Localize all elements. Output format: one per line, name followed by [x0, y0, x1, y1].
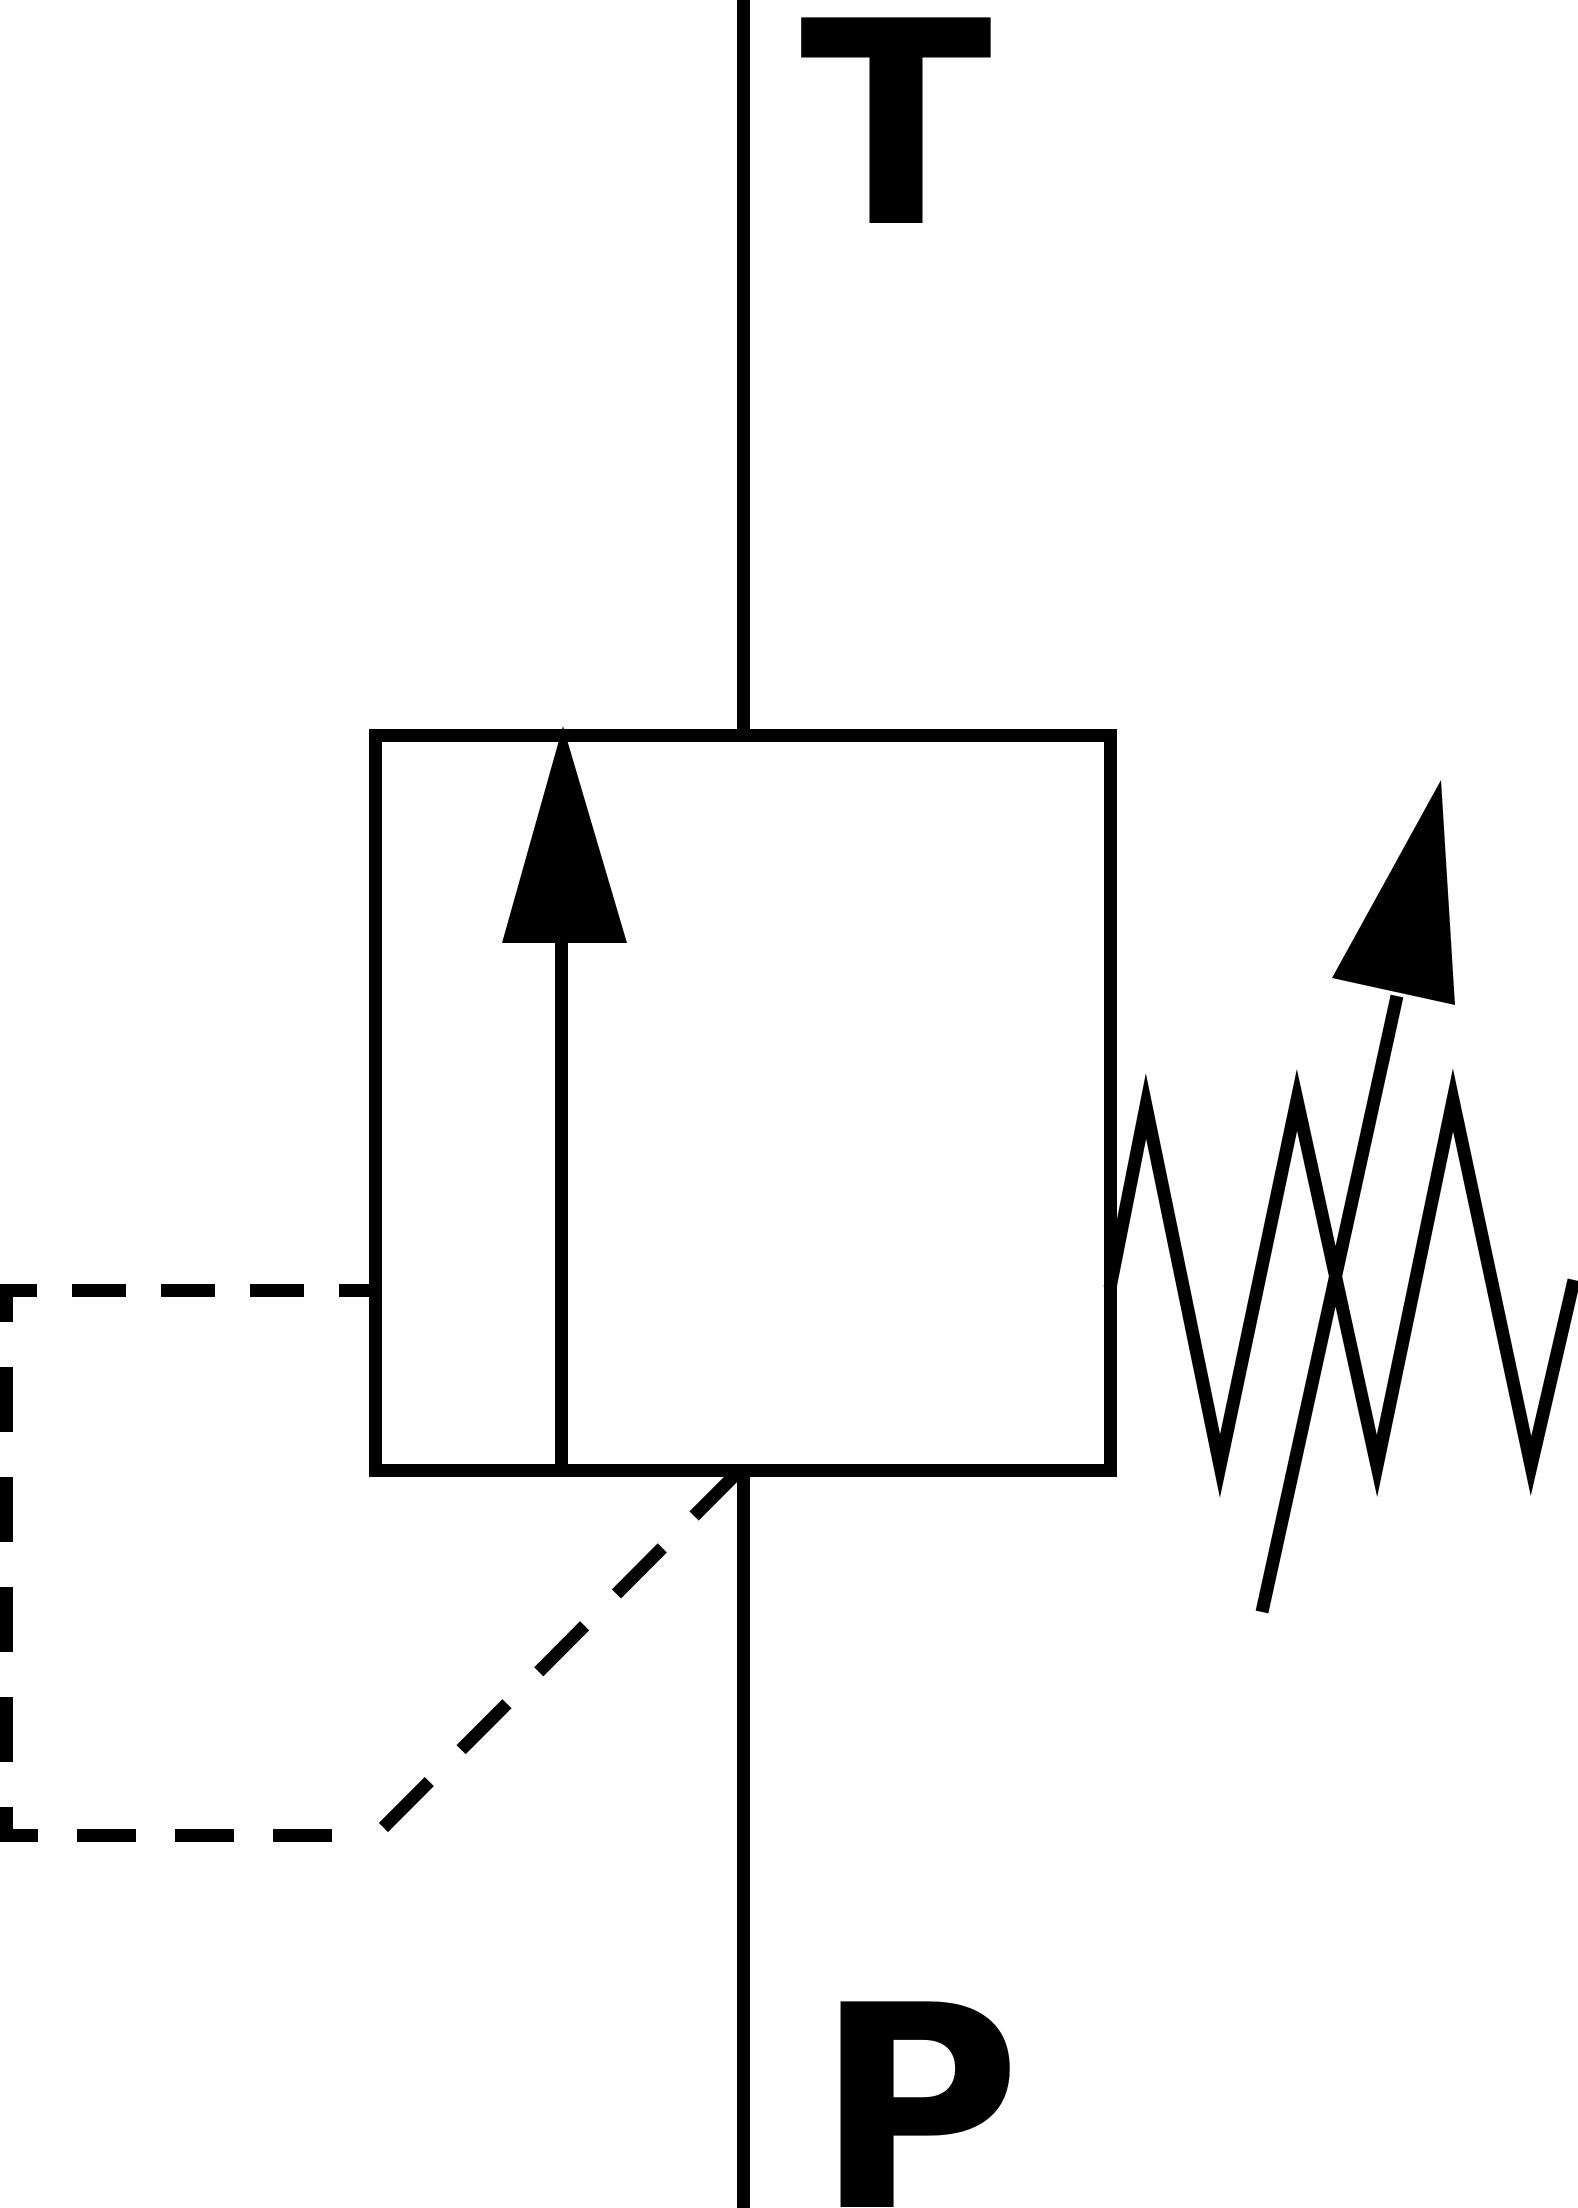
spring-icon: [1103, 1068, 1578, 1498]
valve-body: [369, 729, 1117, 1477]
pressure-port-label: P: [815, 1945, 1022, 2208]
tank-port-label: T: [800, 0, 994, 290]
flow-arrow: [502, 726, 627, 1464]
adjustment-arrow-icon: [1255, 780, 1455, 1614]
adjustment-arrow-head-icon: [1332, 780, 1455, 1005]
pilot-line-diagonal-segment: [367, 1465, 745, 1844]
flow-arrow-head-icon: [502, 726, 627, 943]
pilot-line: [0, 1284, 745, 1844]
adjustment-arrow-shaft: [1255, 994, 1404, 1614]
